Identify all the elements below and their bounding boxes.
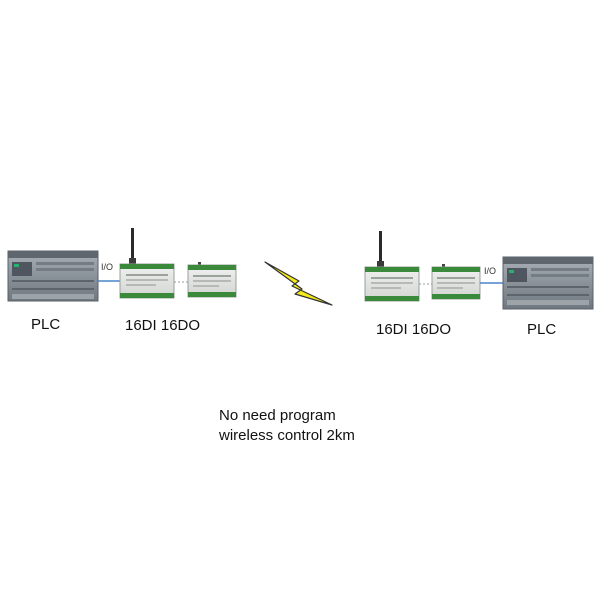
left-plc-device [7, 250, 99, 302]
left-io-label: I/O [101, 262, 114, 272]
note-line-1: No need program [219, 407, 336, 424]
wireless-lightning-icon [264, 261, 333, 306]
right-expansion-module [431, 264, 481, 300]
note-text: No need program wireless control 2km [219, 406, 355, 446]
left-plc-label: PLC [31, 316, 61, 333]
right-module-label: 16DI 16DO [376, 321, 452, 338]
right-plc-label: PLC [527, 321, 557, 338]
left-wireless-module [119, 228, 175, 299]
right-io-label: I/O [484, 266, 497, 276]
left-expansion-module [187, 262, 237, 298]
note-line-2: wireless control 2km [219, 427, 355, 444]
right-plc-device [502, 256, 594, 310]
left-module-label: 16DI 16DO [125, 317, 201, 334]
right-wireless-module [364, 231, 420, 302]
